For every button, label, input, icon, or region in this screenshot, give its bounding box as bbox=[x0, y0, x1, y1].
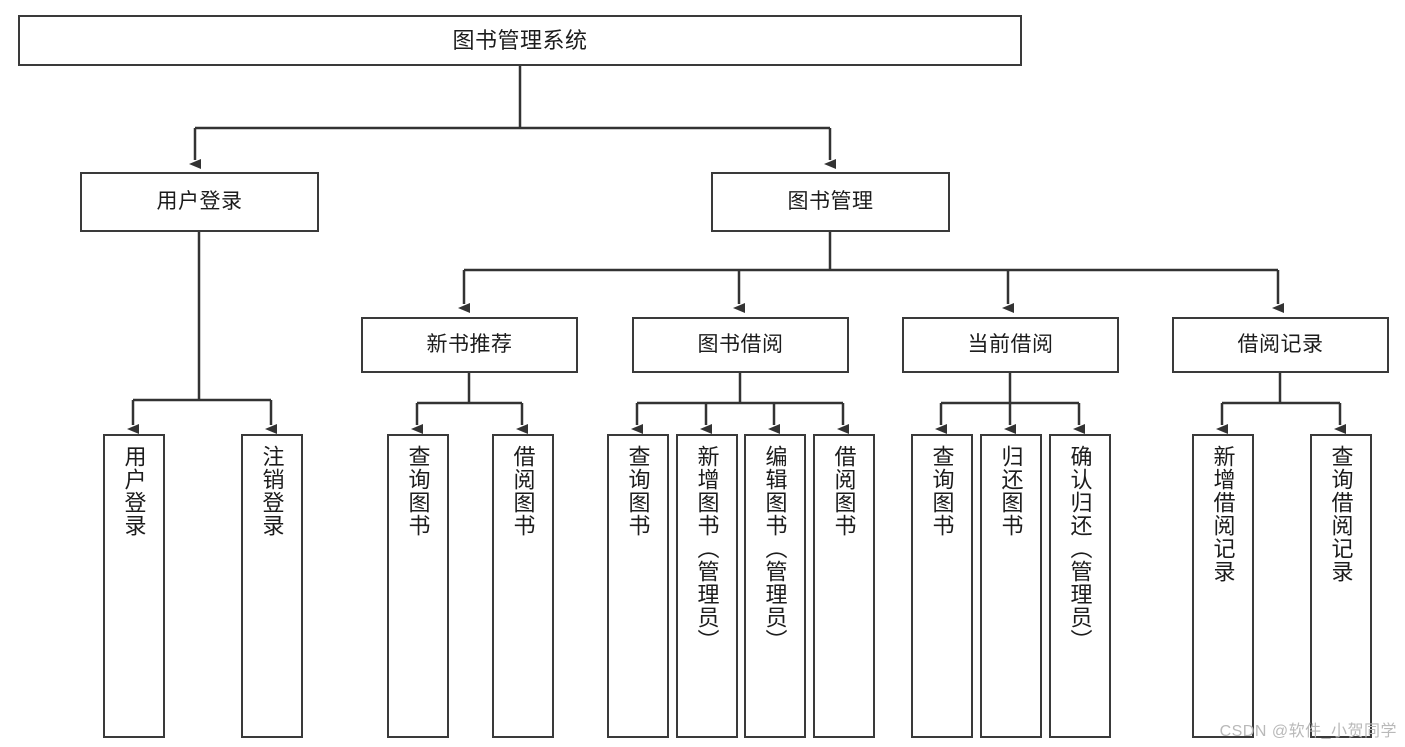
leaf-user-login[interactable]: 用户登录 bbox=[103, 434, 165, 738]
leaf-return-book[interactable]: 归还图书 bbox=[980, 434, 1042, 738]
node-label: 借阅记录 bbox=[1237, 332, 1324, 356]
node-label: 归还图书 bbox=[998, 445, 1024, 537]
node-label: 图书管理系统 bbox=[452, 27, 588, 53]
node-label: 用户登录 bbox=[121, 445, 147, 537]
node-label: 新增图书（管理员） bbox=[694, 445, 720, 652]
node-label: 编辑图书（管理员） bbox=[762, 445, 788, 652]
node-current-borrowing[interactable]: 当前借阅 bbox=[902, 317, 1119, 373]
leaf-confirm-return-admin[interactable]: 确认归还（管理员） bbox=[1049, 434, 1111, 738]
node-label: 注销登录 bbox=[259, 445, 285, 537]
node-label: 查询图书 bbox=[625, 445, 651, 537]
node-label: 图书管理 bbox=[787, 189, 874, 213]
node-label: 确认归还（管理员） bbox=[1067, 445, 1093, 652]
node-label: 查询图书 bbox=[405, 445, 431, 537]
node-new-book-recommendation[interactable]: 新书推荐 bbox=[361, 317, 578, 373]
leaf-add-book-admin[interactable]: 新增图书（管理员） bbox=[676, 434, 738, 738]
leaf-query-borrow-record[interactable]: 查询借阅记录 bbox=[1310, 434, 1372, 738]
leaf-query-book-current[interactable]: 查询图书 bbox=[911, 434, 973, 738]
leaf-borrow-book-borrowing[interactable]: 借阅图书 bbox=[813, 434, 875, 738]
leaf-add-borrow-record[interactable]: 新增借阅记录 bbox=[1192, 434, 1254, 738]
leaf-logout[interactable]: 注销登录 bbox=[241, 434, 303, 738]
node-label: 新增借阅记录 bbox=[1210, 445, 1236, 583]
node-label: 新书推荐 bbox=[426, 332, 513, 356]
node-label: 借阅图书 bbox=[510, 445, 536, 537]
node-label: 查询图书 bbox=[929, 445, 955, 537]
leaf-query-book-borrowing[interactable]: 查询图书 bbox=[607, 434, 669, 738]
node-label: 图书借阅 bbox=[697, 332, 784, 356]
csdn-watermark: CSDN @软件_小贺同学 bbox=[1219, 723, 1397, 740]
node-root-book-management-system[interactable]: 图书管理系统 bbox=[18, 15, 1022, 66]
leaf-query-book-recommendation[interactable]: 查询图书 bbox=[387, 434, 449, 738]
leaf-edit-book-admin[interactable]: 编辑图书（管理员） bbox=[744, 434, 806, 738]
leaf-borrow-book-recommendation[interactable]: 借阅图书 bbox=[492, 434, 554, 738]
node-book-management[interactable]: 图书管理 bbox=[711, 172, 950, 232]
node-label: 用户登录 bbox=[156, 189, 243, 213]
node-label: 借阅图书 bbox=[831, 445, 857, 537]
node-user-login[interactable]: 用户登录 bbox=[80, 172, 319, 232]
node-label: 查询借阅记录 bbox=[1328, 445, 1354, 583]
node-label: 当前借阅 bbox=[967, 332, 1054, 356]
node-book-borrowing[interactable]: 图书借阅 bbox=[632, 317, 849, 373]
node-borrowing-record[interactable]: 借阅记录 bbox=[1172, 317, 1389, 373]
